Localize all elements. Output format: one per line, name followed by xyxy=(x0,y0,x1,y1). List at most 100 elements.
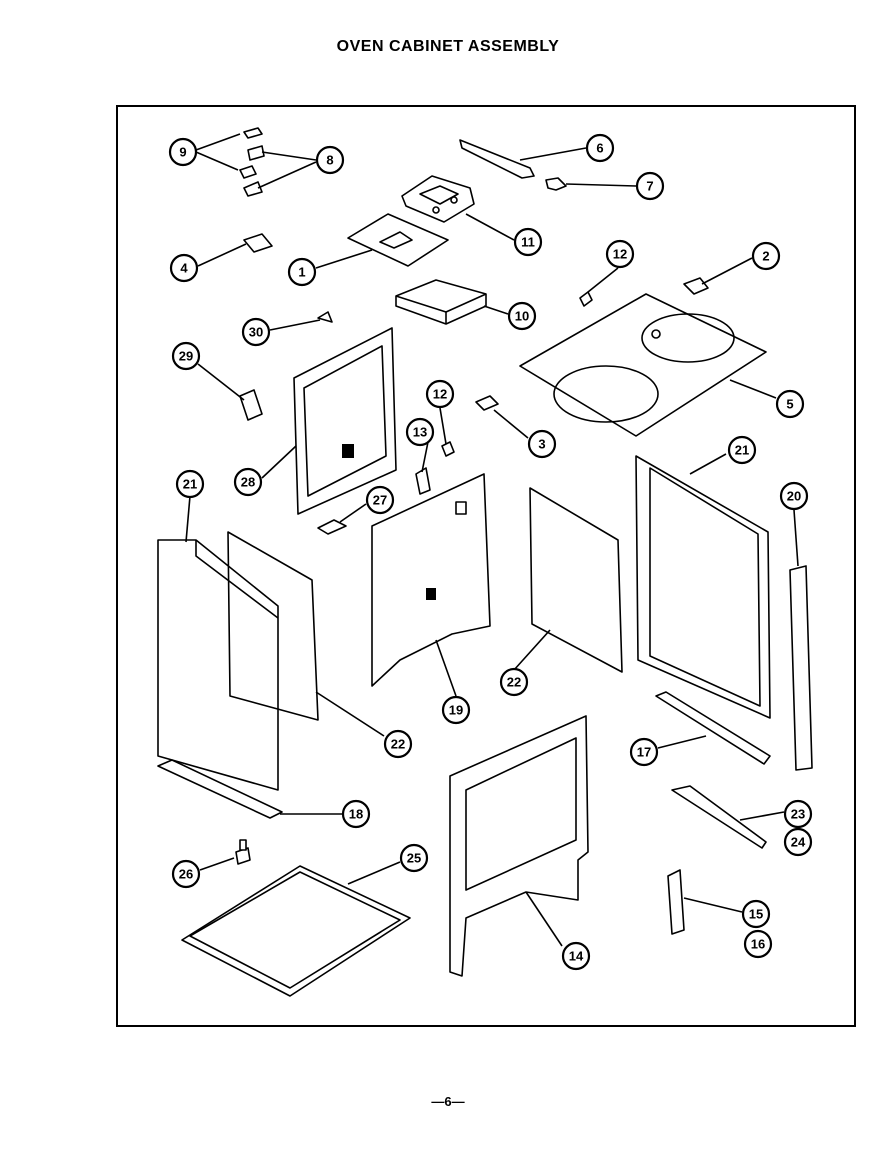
callout-label: 29 xyxy=(179,349,193,364)
callout-label: 21 xyxy=(183,477,197,492)
callout-label: 4 xyxy=(180,261,188,276)
part-bracket-15 xyxy=(667,869,685,935)
diagram-frame xyxy=(116,105,856,1027)
page-number: —6— xyxy=(431,1094,465,1109)
callout-20: 20 xyxy=(779,481,809,511)
part-insulation-22-left xyxy=(227,531,319,721)
callout-label: 23 xyxy=(791,807,805,822)
callout-label: 20 xyxy=(787,489,801,504)
callout-1: 1 xyxy=(287,257,317,287)
callout-19: 19 xyxy=(441,695,471,725)
callout-label: 13 xyxy=(413,425,427,440)
part-top-panel-5 xyxy=(519,293,767,437)
callout-16: 16 xyxy=(743,929,773,959)
callout-6: 6 xyxy=(585,133,615,163)
part-rail-18 xyxy=(157,759,283,819)
callout-7: 7 xyxy=(635,171,665,201)
part-front-frame-14 xyxy=(449,715,589,977)
callout-label: 1 xyxy=(298,265,305,280)
callout-9: 9 xyxy=(168,137,198,167)
callout-label: 21 xyxy=(735,443,749,458)
callout-label: 14 xyxy=(569,949,584,964)
part-clips-9 xyxy=(239,127,263,179)
callout-label: 11 xyxy=(521,235,535,250)
callout-23: 23 xyxy=(783,799,813,829)
callout-4: 4 xyxy=(169,253,199,283)
callout-label: 6 xyxy=(596,141,603,156)
callout-11: 11 xyxy=(513,227,543,257)
callout-label: 8 xyxy=(326,153,333,168)
callout-24: 24 xyxy=(783,827,813,857)
part-trim-20 xyxy=(789,565,813,771)
callout-label: 5 xyxy=(786,397,793,412)
part-plate-1 xyxy=(347,213,449,267)
callout-30: 30 xyxy=(241,317,271,347)
callout-label: 26 xyxy=(179,867,193,882)
part-side-panel-21-right xyxy=(635,455,771,719)
part-clip-3 xyxy=(475,395,499,411)
callout-5: 5 xyxy=(775,389,805,419)
part-rear-panel-19 xyxy=(371,473,491,687)
part-rail-23 xyxy=(671,785,767,849)
callout-label: 12 xyxy=(613,247,627,262)
part-leveler-26 xyxy=(235,839,251,865)
part-clip-12b xyxy=(441,441,455,457)
part-bracket-4 xyxy=(243,233,273,253)
part-bracket-11 xyxy=(401,175,475,223)
part-side-panel-21-left xyxy=(157,539,279,791)
callout-label: 25 xyxy=(407,851,421,866)
callout-12b: 12 xyxy=(425,379,455,409)
callout-13: 13 xyxy=(405,417,435,447)
callout-21-right: 21 xyxy=(727,435,757,465)
part-rail-17 xyxy=(655,691,771,765)
part-bracket-13 xyxy=(415,467,431,495)
callout-10: 10 xyxy=(507,301,537,331)
callout-label: 10 xyxy=(515,309,529,324)
part-rail-6 xyxy=(459,139,535,179)
callout-label: 15 xyxy=(749,907,763,922)
callout-label: 2 xyxy=(762,249,769,264)
part-back-panel-28 xyxy=(293,327,397,515)
callout-label: 18 xyxy=(349,807,363,822)
callout-label: 16 xyxy=(751,937,765,952)
callout-label: 22 xyxy=(391,737,405,752)
callout-27: 27 xyxy=(365,485,395,515)
callout-21-left: 21 xyxy=(175,469,205,499)
callout-28: 28 xyxy=(233,467,263,497)
callout-17: 17 xyxy=(629,737,659,767)
part-screws-8 xyxy=(243,145,265,197)
callout-label: 12 xyxy=(433,387,447,402)
part-insulation-22-right xyxy=(529,487,623,673)
callout-14: 14 xyxy=(561,941,591,971)
callout-label: 3 xyxy=(538,437,545,452)
callout-label: 28 xyxy=(241,475,255,490)
part-bracket-10 xyxy=(395,279,487,325)
callout-label: 7 xyxy=(646,179,653,194)
callout-29: 29 xyxy=(171,341,201,371)
part-drawer-25 xyxy=(181,865,411,997)
part-bracket-29 xyxy=(239,389,263,421)
callout-15: 15 xyxy=(741,899,771,929)
part-clip-7 xyxy=(545,177,567,191)
page-title: OVEN CABINET ASSEMBLY xyxy=(336,38,560,55)
callout-8: 8 xyxy=(315,145,345,175)
part-cover-27 xyxy=(317,519,347,535)
callout-label: 19 xyxy=(449,703,463,718)
part-clip-12a xyxy=(579,291,593,307)
callout-25: 25 xyxy=(399,843,429,873)
part-pin-30 xyxy=(317,311,333,323)
callout-label: 9 xyxy=(179,145,186,160)
leader-lines xyxy=(185,133,799,947)
callout-26: 26 xyxy=(171,859,201,889)
callout-3: 3 xyxy=(527,429,557,459)
callout-label: 17 xyxy=(637,745,651,760)
callout-18: 18 xyxy=(341,799,371,829)
callout-label: 30 xyxy=(249,325,263,340)
callout-label: 27 xyxy=(373,493,387,508)
callout-12a: 12 xyxy=(605,239,635,269)
callout-label: 22 xyxy=(507,675,521,690)
callout-2: 2 xyxy=(751,241,781,271)
callout-22-left: 22 xyxy=(383,729,413,759)
callout-label: 24 xyxy=(791,835,806,850)
